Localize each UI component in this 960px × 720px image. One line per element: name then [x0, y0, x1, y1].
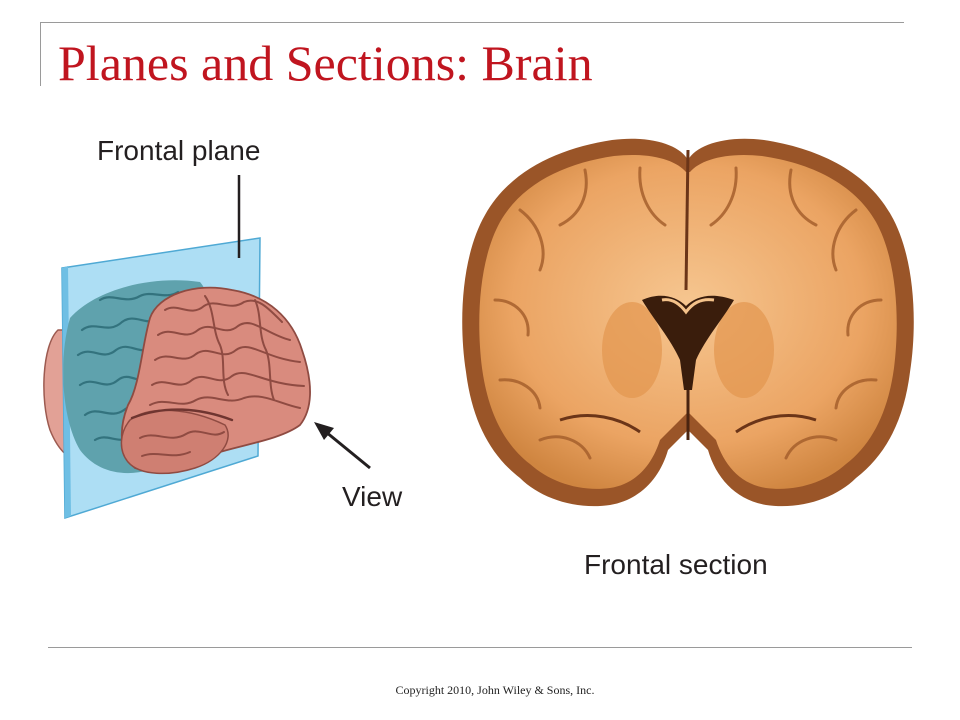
longitudinal-fissure [684, 149, 690, 291]
brain-with-plane-illustration [43, 175, 371, 520]
brain-front-portion [120, 286, 311, 475]
view-arrow [314, 422, 371, 470]
frontal-section-photo [462, 138, 914, 507]
lateral-ventricles [642, 295, 734, 390]
section-folds [493, 166, 883, 460]
slide-frame-left-rule [40, 22, 41, 86]
frontal-plane-label: Frontal plane [97, 135, 260, 166]
slide-frame-top-rule [40, 22, 904, 23]
footer-rule [48, 647, 912, 648]
brain-occipital-behind-plane [43, 329, 65, 462]
view-label: View [342, 481, 403, 512]
copyright-footer: Copyright 2010, John Wiley & Sons, Inc. [395, 683, 595, 697]
frontal-section-label: Frontal section [584, 549, 768, 580]
slide-title: Planes and Sections: Brain [58, 35, 593, 91]
